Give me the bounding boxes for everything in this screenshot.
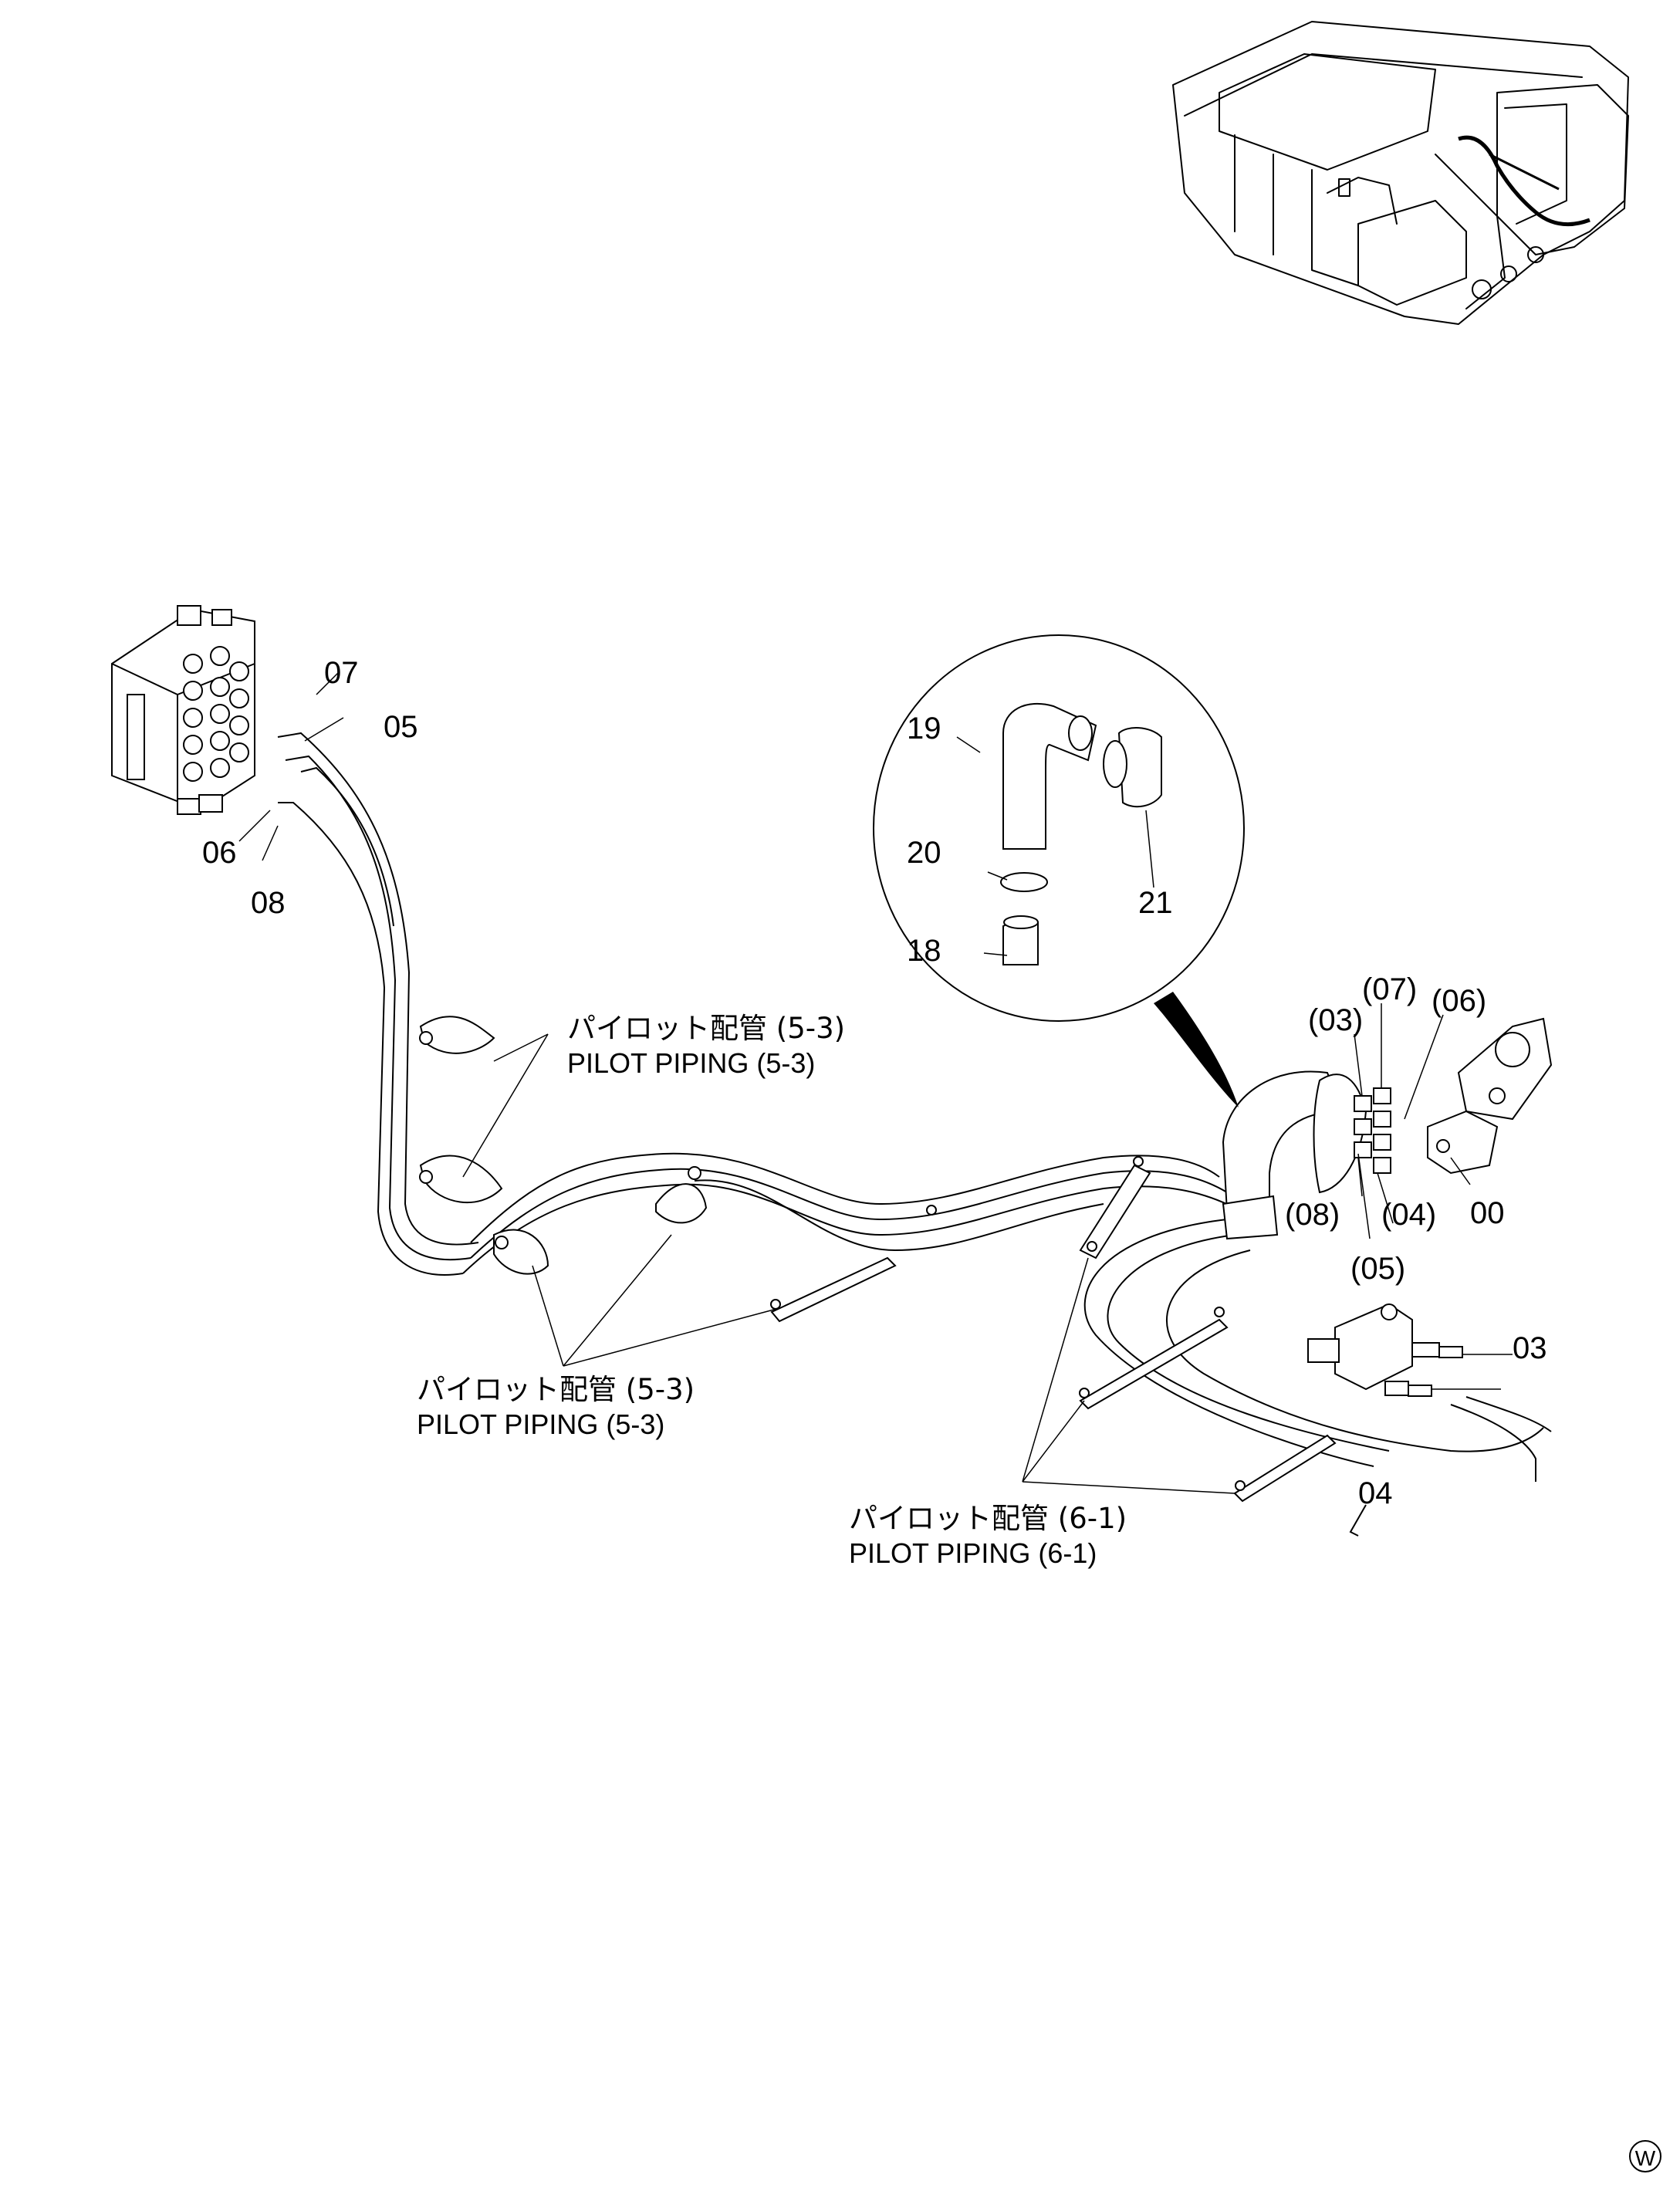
callout-21: 21	[1138, 886, 1173, 920]
note-1-en: PILOT PIPING (5-3)	[567, 1047, 815, 1079]
note-3-en: PILOT PIPING (6-1)	[849, 1537, 1097, 1569]
ref-05: (05)	[1350, 1252, 1405, 1286]
corner-mark: W	[1629, 2140, 1661, 2172]
ref-08: (08)	[1285, 1198, 1340, 1232]
callout-08: 08	[251, 886, 286, 920]
callout-18: 18	[907, 934, 941, 968]
callout-04: 04	[1358, 1476, 1393, 1510]
callout-03: 03	[1513, 1331, 1547, 1365]
machine-overview-illustration	[1172, 21, 1629, 325]
callout-05: 05	[384, 710, 418, 744]
callout-19: 19	[907, 712, 941, 746]
leader-lines	[238, 671, 1513, 1494]
callout-00: 00	[1470, 1196, 1505, 1230]
note-2-en: PILOT PIPING (5-3)	[417, 1408, 664, 1440]
ref-04: (04)	[1381, 1198, 1436, 1232]
detail-bubble	[873, 634, 1245, 1107]
control-valve-illustration	[111, 605, 255, 815]
pilot-hose-bundle	[277, 732, 1552, 1482]
callout-07: 07	[324, 656, 359, 690]
corner-mark-letter: W	[1635, 2146, 1656, 2170]
ref-06: (06)	[1432, 984, 1486, 1018]
ref-03: (03)	[1308, 1003, 1363, 1037]
swivel-elbow-assembly	[1222, 1017, 1553, 1240]
note-2-jp: パイロット配管 (5-3)	[417, 1373, 695, 1406]
callout-20: 20	[907, 836, 941, 870]
note-3-jp: パイロット配管 (6-1)	[849, 1502, 1127, 1535]
note-1-jp: パイロット配管 (5-3)	[567, 1012, 845, 1045]
pilot-valve-illustration	[1307, 1303, 1463, 1397]
callout-06: 06	[202, 836, 237, 870]
ref-07: (07)	[1362, 972, 1417, 1006]
clamps-and-brackets	[419, 1016, 1367, 1537]
